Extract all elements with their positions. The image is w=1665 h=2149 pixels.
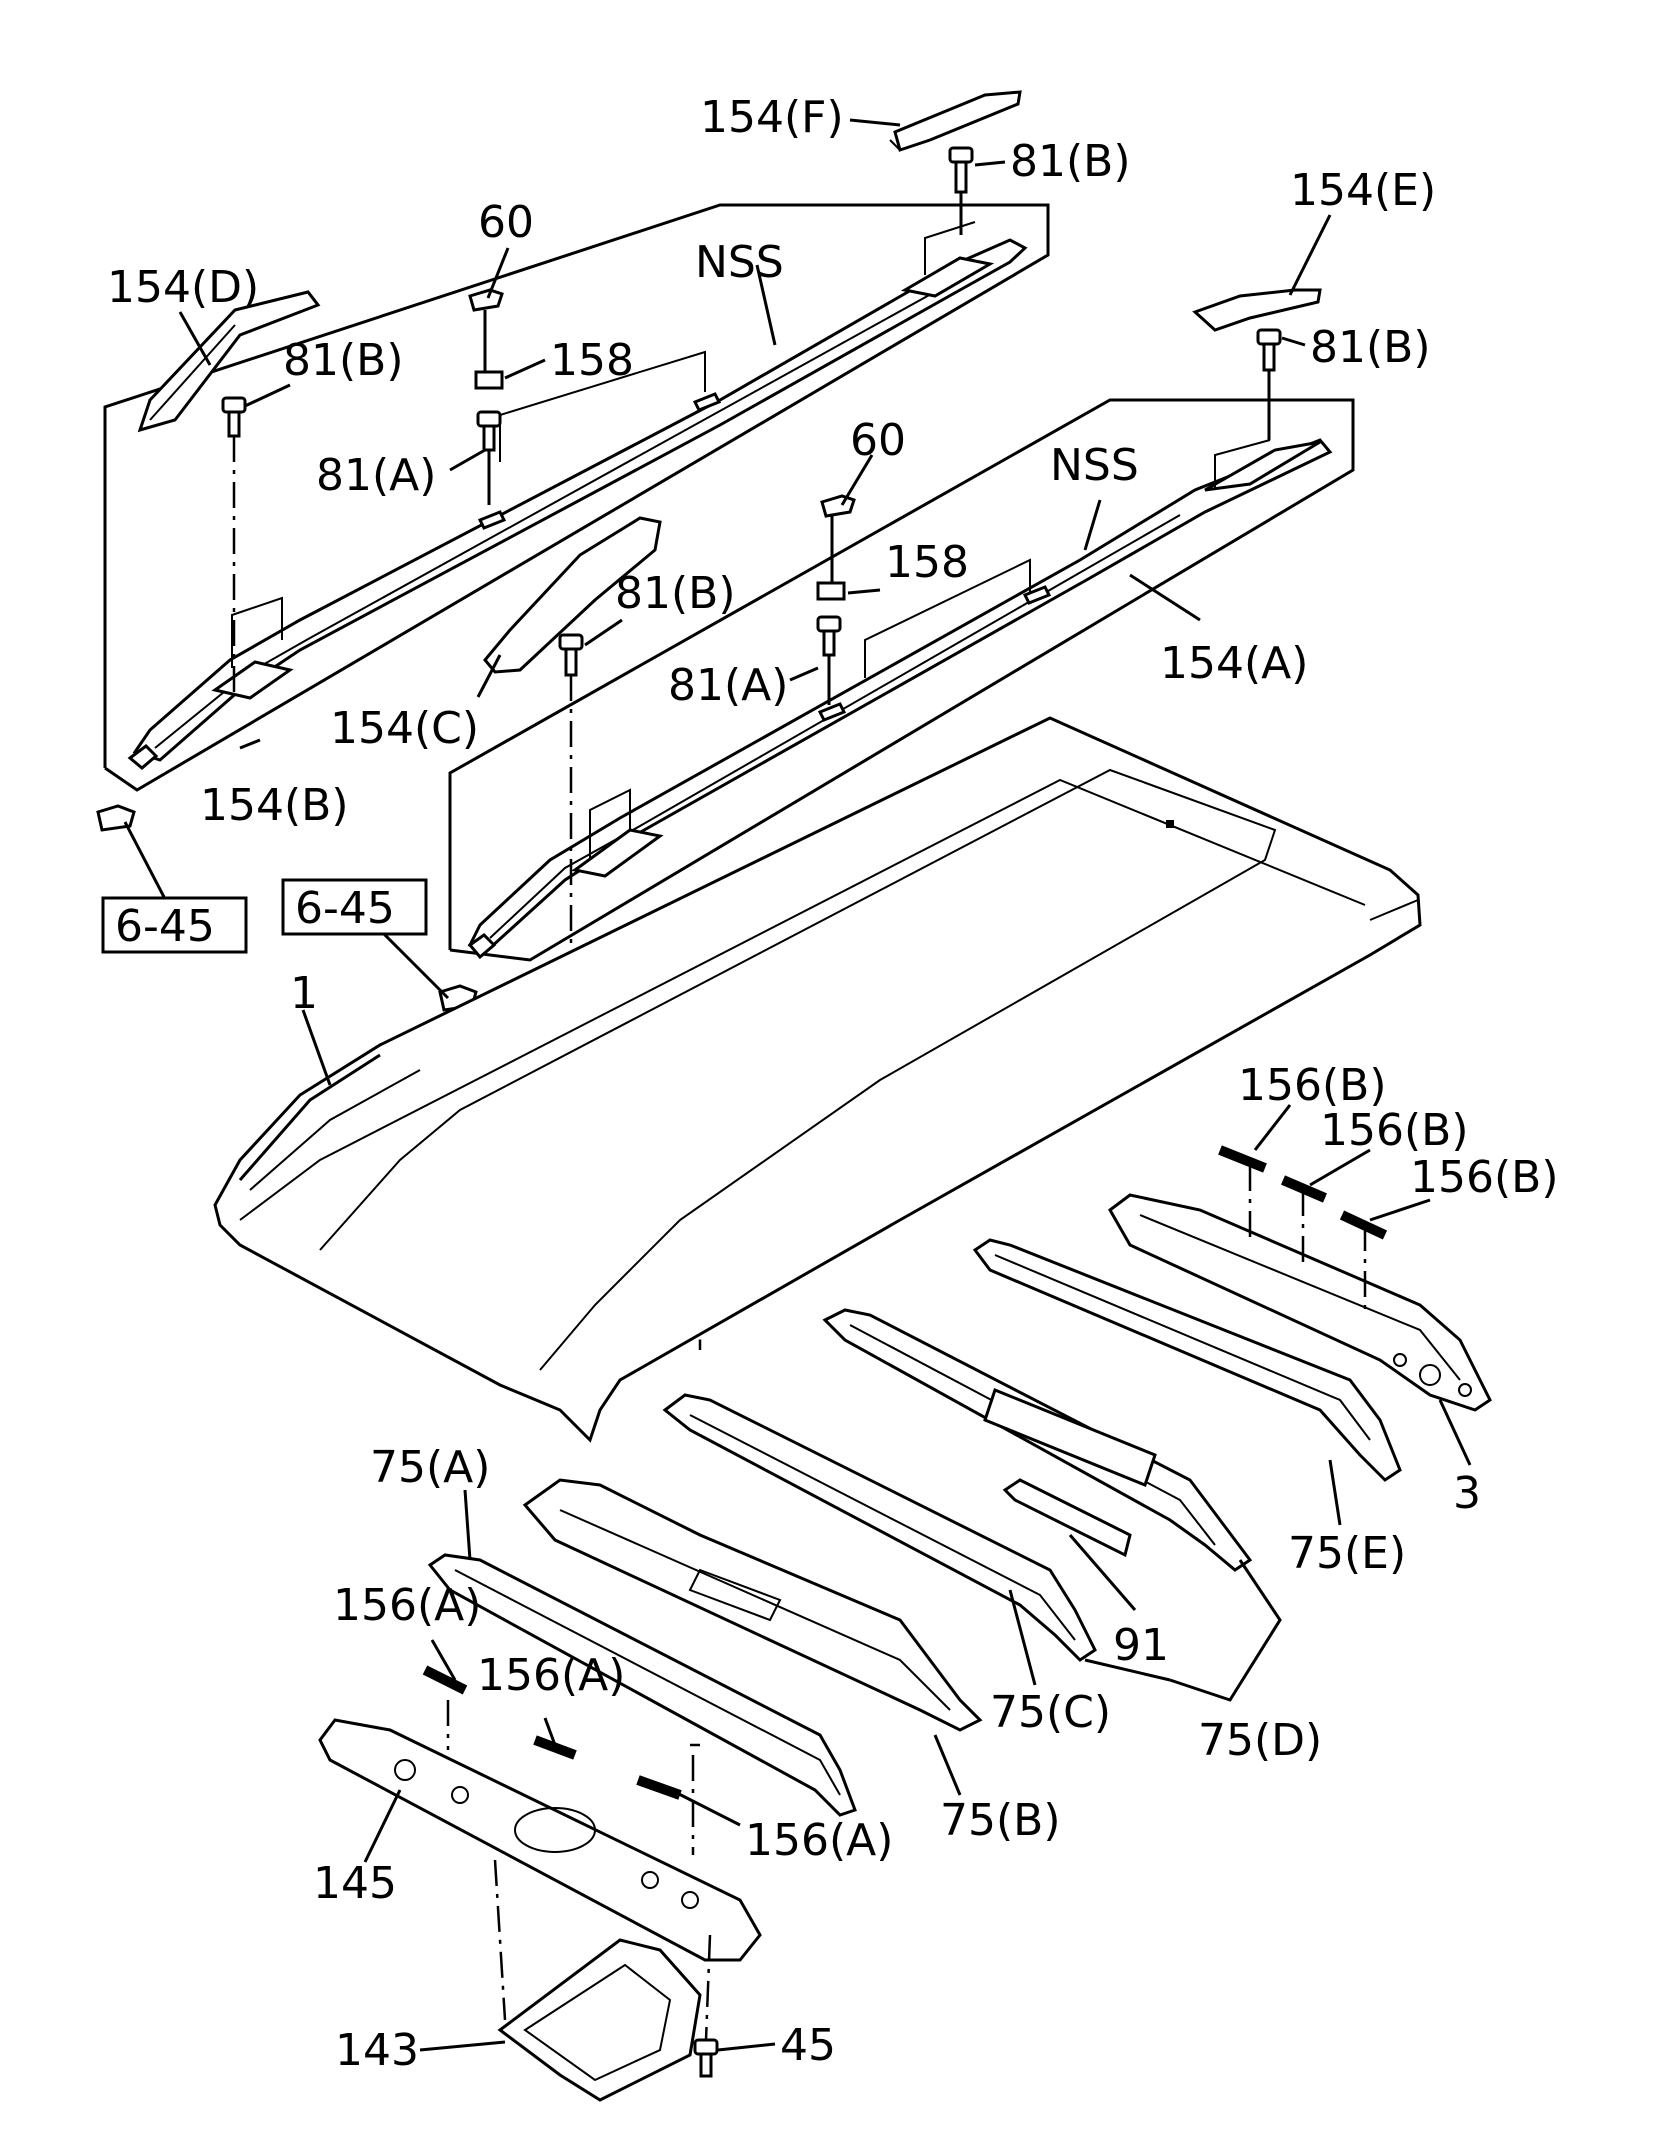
callout-nss-left[interactable]: NSS bbox=[695, 237, 784, 288]
clip-158-right bbox=[816, 581, 846, 601]
ref-box-6-45-left bbox=[101, 896, 248, 954]
pad-156b-2 bbox=[1281, 1175, 1327, 1203]
bolt-81a-right bbox=[816, 615, 842, 705]
ref-box-6-45-center bbox=[281, 878, 428, 936]
callout-143[interactable]: 143 bbox=[335, 2025, 419, 2076]
callout-145[interactable]: 145 bbox=[313, 1858, 397, 1909]
callouts: 154(F) 81(B) 60 154(E) 154(D) NSS 81(B) … bbox=[107, 92, 1559, 2076]
callout-81b-middle[interactable]: 81(B) bbox=[615, 568, 736, 619]
rail-end-cap-154c bbox=[483, 516, 662, 674]
rail-end-cap-154f bbox=[889, 90, 1022, 152]
callout-154c[interactable]: 154(C) bbox=[330, 703, 479, 754]
left-roof-rail bbox=[127, 221, 1028, 770]
callout-45[interactable]: 45 bbox=[780, 2020, 836, 2071]
callout-81a-right[interactable]: 81(A) bbox=[668, 660, 788, 711]
pad-156a-1 bbox=[422, 1665, 468, 1695]
roof-panel bbox=[213, 716, 1422, 1443]
right-roof-rail-group-outline bbox=[448, 398, 1355, 962]
roof-bow-3 bbox=[1108, 1193, 1492, 1412]
callout-91[interactable]: 91 bbox=[1113, 1620, 1169, 1671]
right-roof-rail bbox=[467, 438, 1333, 960]
callout-154f[interactable]: 154(F) bbox=[700, 92, 844, 143]
left-roof-rail-group-outline bbox=[103, 203, 1050, 792]
bolt-81b-top bbox=[948, 146, 974, 235]
bracket-143 bbox=[497, 1938, 702, 2102]
pad-156b-3 bbox=[1339, 1210, 1388, 1240]
cap-60-left bbox=[468, 288, 504, 372]
callout-81b-left[interactable]: 81(B) bbox=[283, 335, 404, 386]
bolt-45 bbox=[693, 2038, 719, 2078]
callout-156a-3[interactable]: 156(A) bbox=[745, 1815, 893, 1866]
callout-81b-top[interactable]: 81(B) bbox=[1010, 136, 1131, 187]
callout-154b[interactable]: 154(B) bbox=[200, 780, 349, 831]
callout-75e[interactable]: 75(E) bbox=[1288, 1528, 1406, 1579]
callout-1[interactable]: 1 bbox=[290, 968, 318, 1019]
front-header-145 bbox=[318, 1718, 762, 1962]
callout-6-45-left[interactable]: 6-45 bbox=[115, 901, 215, 952]
roof-bow-75d bbox=[822, 1308, 1253, 1572]
roof-bow-75c bbox=[662, 1393, 1097, 1662]
roof-bow-75a bbox=[427, 1553, 857, 1817]
callout-nss-right[interactable]: NSS bbox=[1050, 440, 1139, 491]
cap-60-right bbox=[820, 494, 856, 583]
callout-158-left[interactable]: 158 bbox=[550, 335, 634, 386]
leader-lines bbox=[123, 118, 1472, 2052]
roof-bow-75b bbox=[522, 1478, 983, 1732]
callout-156b-3[interactable]: 156(B) bbox=[1410, 1152, 1559, 1203]
callout-156a-2[interactable]: 156(A) bbox=[477, 1650, 625, 1701]
callout-75c[interactable]: 75(C) bbox=[990, 1687, 1111, 1738]
clip-158-left bbox=[474, 370, 504, 390]
callout-156a-1[interactable]: 156(A) bbox=[333, 1580, 481, 1631]
bolt-81b-right-top bbox=[1256, 328, 1282, 440]
callout-75b[interactable]: 75(B) bbox=[940, 1795, 1061, 1846]
callout-75a[interactable]: 75(A) bbox=[370, 1442, 490, 1493]
callout-154a[interactable]: 154(A) bbox=[1160, 638, 1308, 689]
filler-91 bbox=[1002, 1478, 1132, 1558]
callout-60-left[interactable]: 60 bbox=[478, 197, 534, 248]
callout-6-45-center[interactable]: 6-45 bbox=[295, 883, 395, 934]
callout-3[interactable]: 3 bbox=[1453, 1468, 1481, 1519]
rail-end-cap-154e bbox=[1192, 288, 1322, 332]
bolt-81a-left bbox=[476, 410, 502, 505]
pad-156b-1 bbox=[1218, 1145, 1267, 1173]
pad-156a-2 bbox=[533, 1735, 577, 1760]
roof-bow-75e bbox=[972, 1238, 1402, 1482]
callout-158-right[interactable]: 158 bbox=[885, 537, 969, 588]
callout-156b-2[interactable]: 156(B) bbox=[1320, 1105, 1469, 1156]
pad-156a-3 bbox=[636, 1775, 682, 1800]
callout-154e[interactable]: 154(E) bbox=[1290, 165, 1436, 216]
callout-154d[interactable]: 154(D) bbox=[107, 262, 259, 313]
callout-81a-left[interactable]: 81(A) bbox=[316, 450, 436, 501]
callout-75d[interactable]: 75(D) bbox=[1198, 1715, 1322, 1766]
rail-end-cap-154d bbox=[137, 290, 321, 433]
callout-60-right[interactable]: 60 bbox=[850, 415, 906, 466]
callout-81b-right[interactable]: 81(B) bbox=[1310, 322, 1431, 373]
callout-156b-1[interactable]: 156(B) bbox=[1238, 1060, 1387, 1111]
